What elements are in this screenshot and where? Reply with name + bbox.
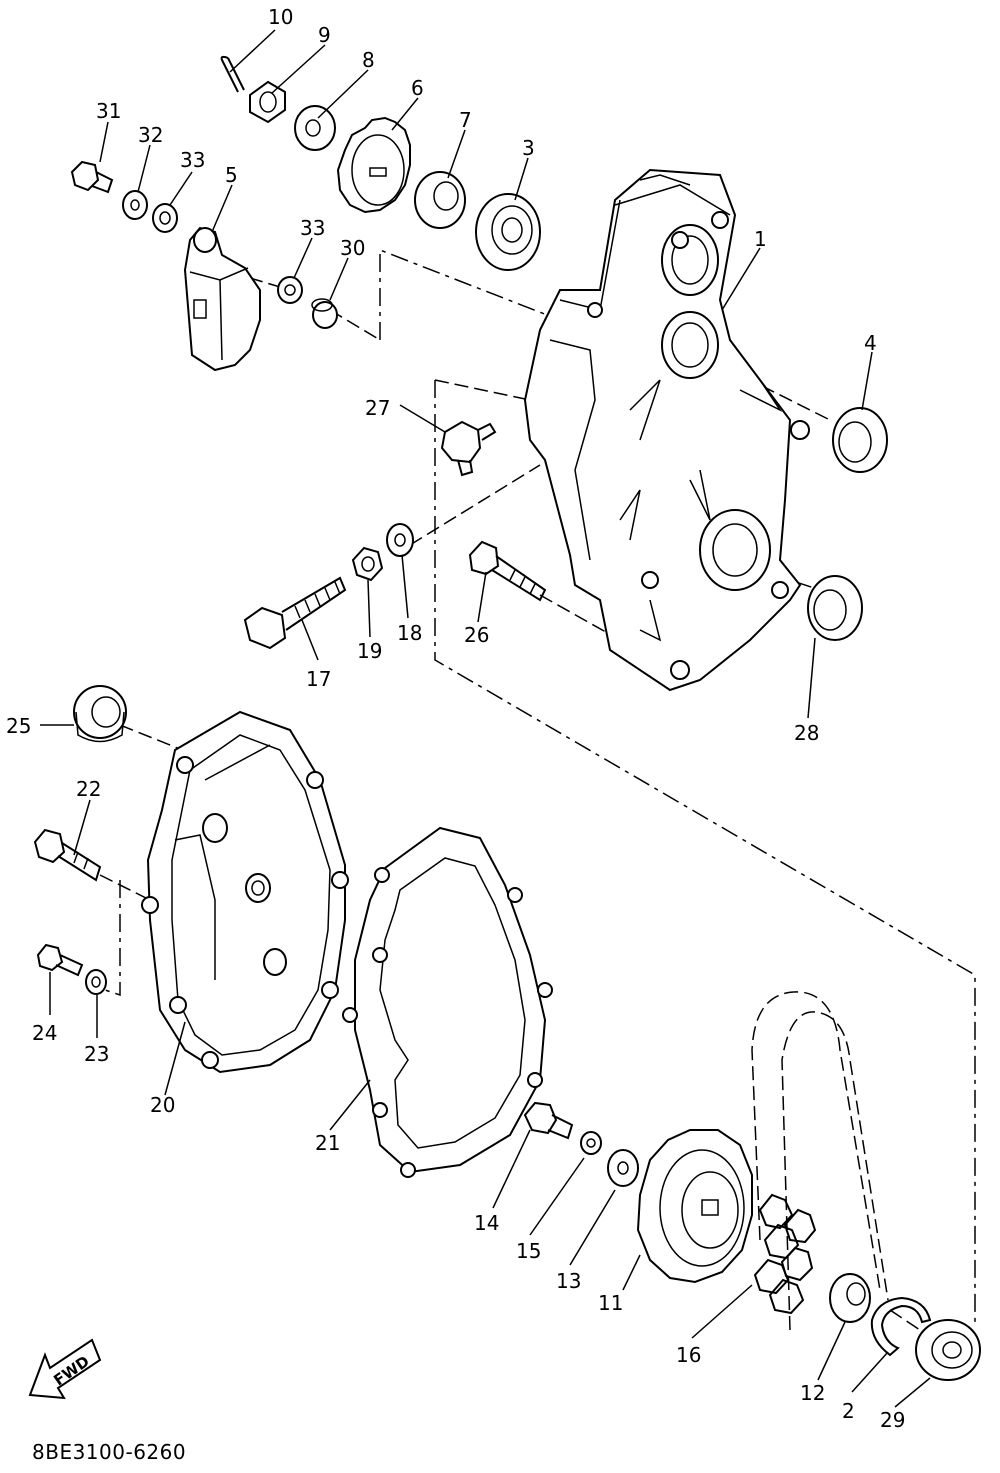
callout-15: 15	[516, 1239, 541, 1263]
bolt-22	[33, 828, 102, 882]
callout-24: 24	[32, 1021, 57, 1045]
bearing-3	[475, 193, 541, 271]
callout-22: 22	[76, 777, 101, 801]
callout-9: 9	[318, 23, 331, 47]
callout-7: 7	[459, 108, 472, 132]
callout-29: 29	[880, 1408, 905, 1432]
callout-20: 20	[150, 1093, 175, 1117]
callout-4: 4	[864, 331, 877, 355]
oil-seal-4	[832, 407, 888, 473]
bolt-17	[243, 576, 347, 650]
bolt-14	[523, 1101, 574, 1140]
callout-26: 26	[464, 623, 489, 647]
callout-17: 17	[306, 667, 331, 691]
callout-6: 6	[411, 76, 424, 100]
callout-28: 28	[794, 721, 819, 745]
collar-12	[829, 1273, 871, 1323]
callout-33-top: 33	[180, 148, 205, 172]
bracket-5	[183, 226, 261, 372]
bolt-24	[36, 943, 84, 977]
callout-31: 31	[96, 99, 121, 123]
callout-8: 8	[362, 48, 375, 72]
nut-9	[249, 80, 286, 124]
bolt-31	[70, 160, 114, 194]
sprocket-6	[336, 116, 411, 214]
nut-19	[351, 546, 384, 582]
callout-labels: 10 9 8 6 7 3 31 32 33 5 33 30 1 4 27 17 …	[6, 5, 905, 1432]
callout-33-mid: 33	[300, 216, 325, 240]
chain-16	[751, 991, 889, 1331]
washer-32	[122, 190, 148, 220]
fitting-27	[440, 420, 497, 477]
callout-21: 21	[315, 1131, 340, 1155]
collar-7	[414, 171, 466, 229]
callout-23: 23	[84, 1042, 109, 1066]
oil-seal-28	[807, 575, 863, 641]
callout-30: 30	[340, 236, 365, 260]
bearing-29	[915, 1319, 981, 1381]
diagram-part-code: 8BE3100-6260	[32, 1440, 187, 1464]
washer-15	[580, 1131, 602, 1155]
fwd-arrow-icon: FWD	[28, 1338, 102, 1400]
washer-23	[85, 969, 107, 995]
gasket-21	[342, 826, 553, 1178]
callout-12: 12	[800, 1381, 825, 1405]
callout-18: 18	[397, 621, 422, 645]
oil-seal-25	[73, 685, 127, 743]
washer-13	[607, 1149, 639, 1187]
sprocket-11	[636, 1129, 753, 1284]
crankcase-cover	[523, 168, 810, 692]
callout-10: 10	[268, 5, 293, 29]
callout-27: 27	[365, 396, 390, 420]
washer-33a	[152, 203, 178, 233]
collar-30	[311, 298, 338, 329]
drive-cover-20	[141, 710, 349, 1074]
callout-32: 32	[138, 123, 163, 147]
callout-16: 16	[676, 1343, 701, 1367]
cotter-pin-10	[220, 55, 245, 93]
circlip-2	[870, 1296, 932, 1357]
washer-33b	[277, 276, 303, 304]
callout-25: 25	[6, 714, 31, 738]
callout-5: 5	[225, 163, 238, 187]
callout-2: 2	[842, 1399, 855, 1423]
bolt-26	[468, 540, 547, 602]
leader-lines	[40, 29, 931, 1408]
callout-3: 3	[522, 136, 535, 160]
washer-8	[294, 105, 336, 151]
callout-14: 14	[474, 1211, 499, 1235]
washer-18	[386, 523, 414, 557]
callout-19: 19	[357, 639, 382, 663]
callout-1: 1	[754, 227, 767, 251]
callout-11: 11	[598, 1291, 623, 1315]
callout-13: 13	[556, 1269, 581, 1293]
